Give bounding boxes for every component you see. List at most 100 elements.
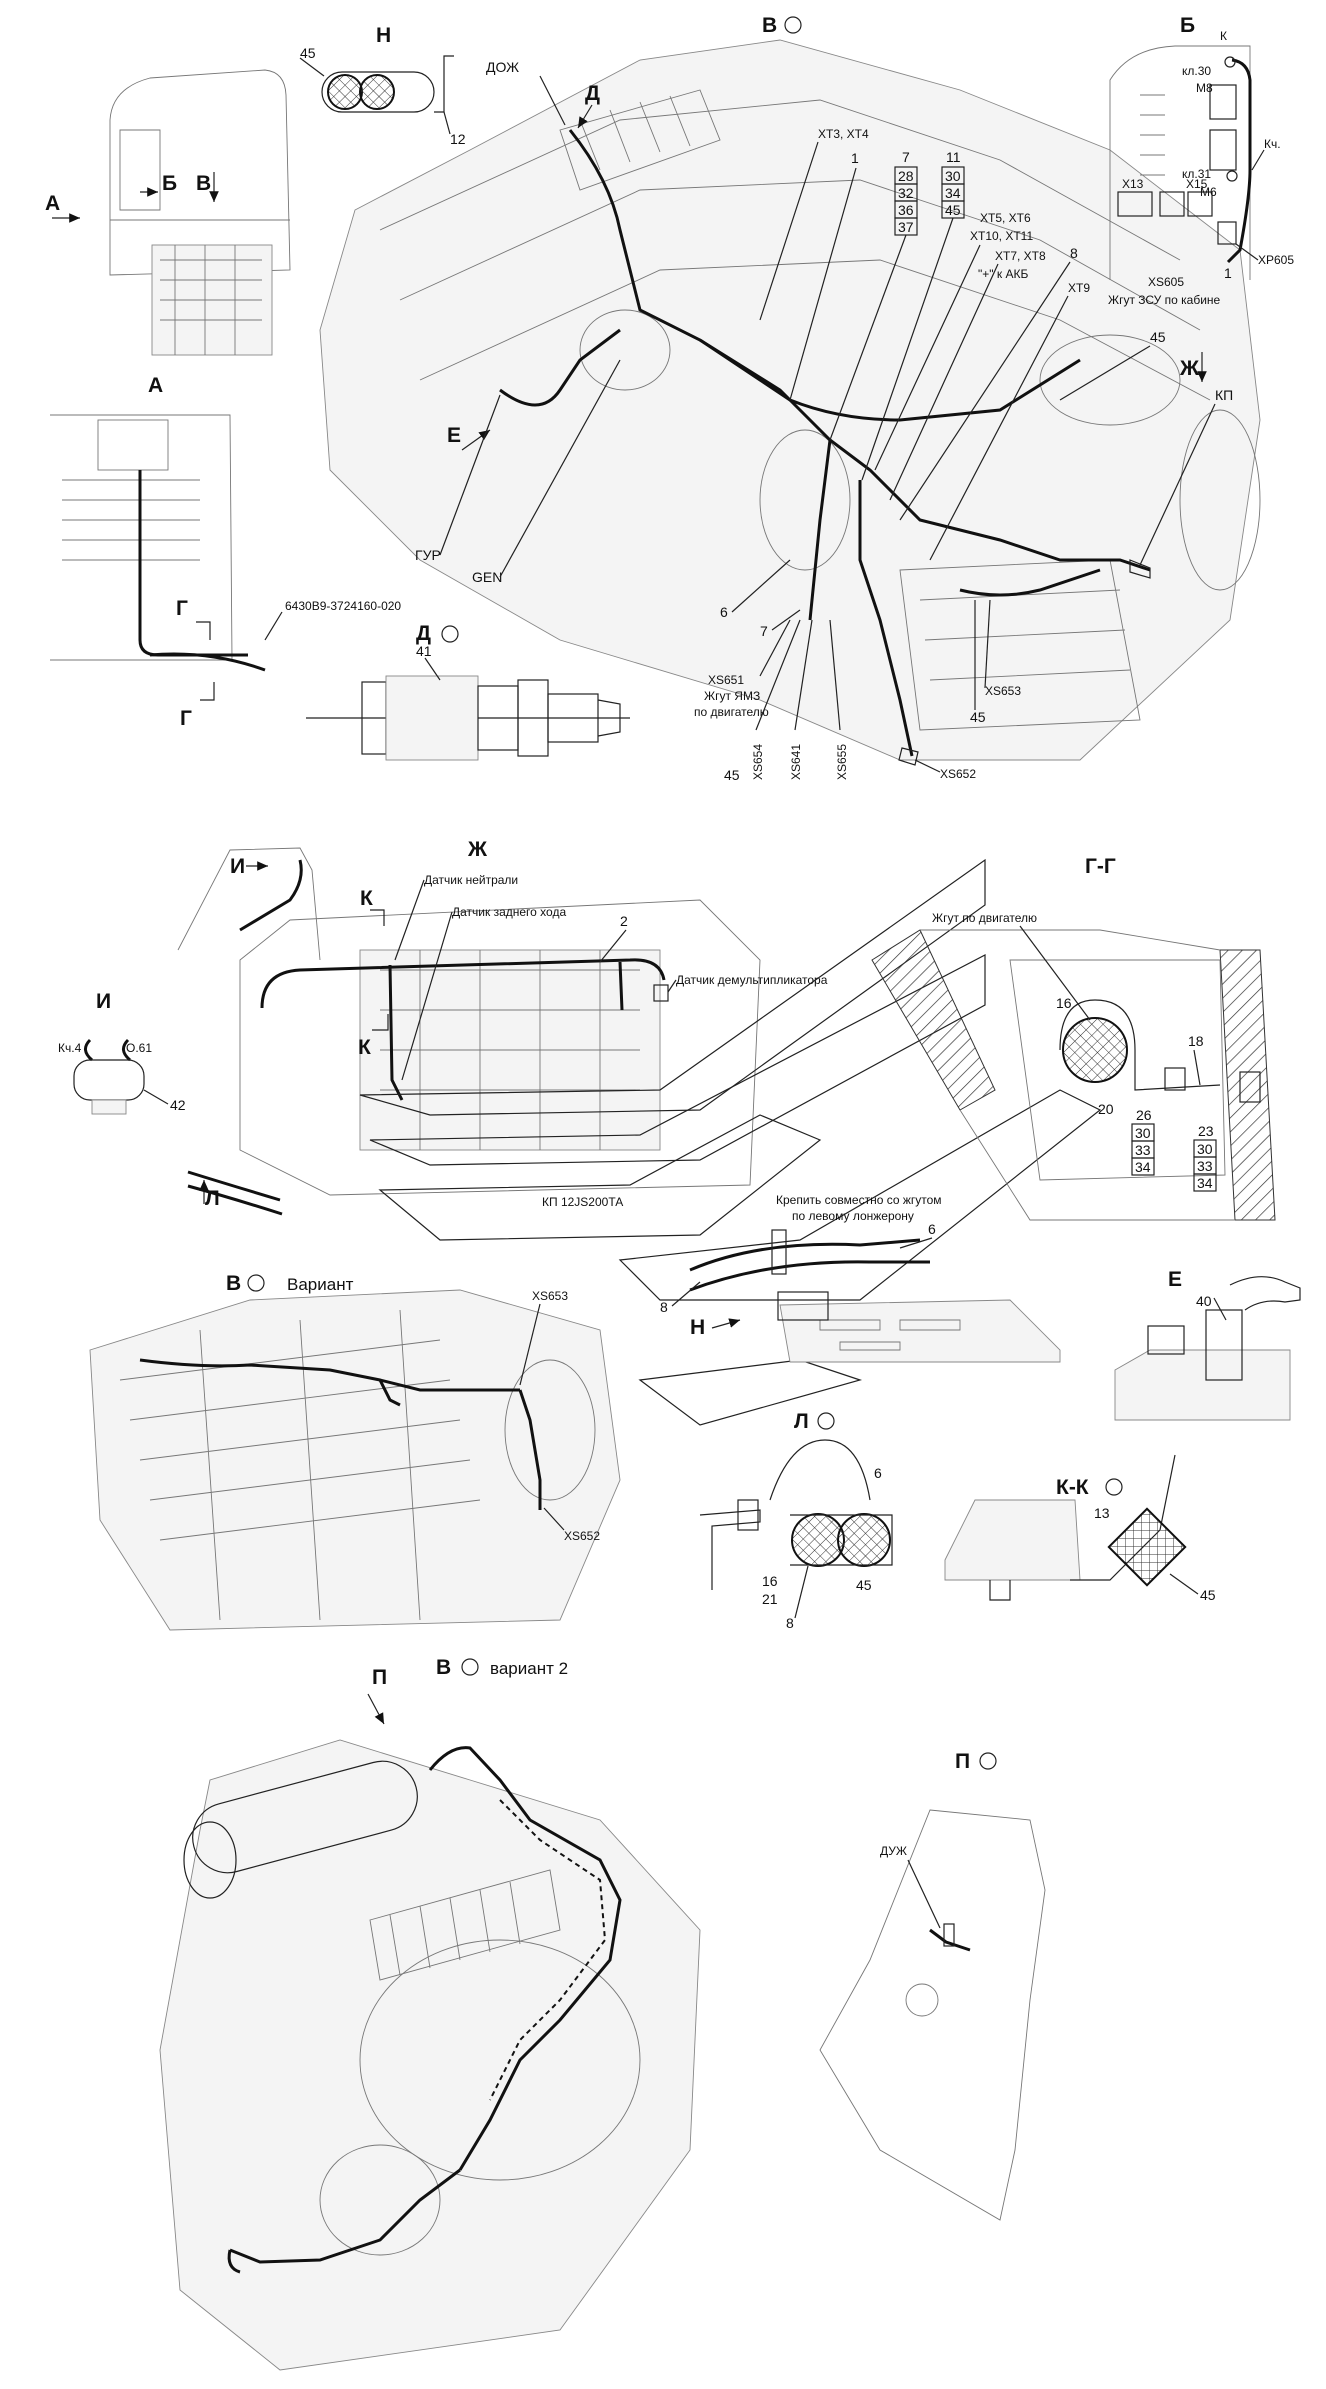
harness-variant-branch — [378, 1379, 401, 1407]
label-engine-harness: Жгут по двигателю — [932, 911, 1037, 925]
leader-45-kk — [1169, 1573, 1199, 1595]
section-k-mark-2: К — [358, 1036, 371, 1059]
num-2: 2 — [620, 913, 628, 929]
harness-branch-xs653 — [959, 568, 1101, 597]
box-34-c — [1193, 1173, 1217, 1192]
view-e-title: Е — [1168, 1268, 1182, 1291]
label-gur: ГУР — [415, 547, 441, 563]
harness-l-stub — [187, 1170, 283, 1216]
label-xt7-xt8: ХТ7, ХТ8 — [995, 249, 1046, 263]
leader-dozh — [539, 75, 566, 126]
turbo-pipe — [1179, 409, 1261, 591]
label-gen: GEN — [472, 569, 502, 585]
leader-neutral — [394, 879, 425, 961]
section-inner — [1009, 959, 1226, 1181]
num-23: 23 — [1198, 1123, 1214, 1139]
view-v-variant-title: В — [226, 1272, 241, 1295]
leader-41 — [424, 657, 441, 681]
label-kp: КП — [1215, 387, 1233, 403]
label-xt10-xt11: ХТ10, ХТ11 — [970, 229, 1033, 243]
label-variant2: вариант 2 — [490, 1659, 568, 1678]
num-45-xs654: 45 — [724, 767, 740, 783]
leader-xs641 — [794, 619, 813, 731]
label-xs652-var: XS652 — [564, 1529, 600, 1543]
leader-40 — [1213, 1297, 1227, 1321]
num-36: 36 — [898, 202, 914, 218]
leader-xs654 — [755, 619, 801, 731]
bolt-kk — [989, 1580, 1011, 1601]
panel-outline — [1109, 45, 1251, 280]
housing-e — [1114, 1349, 1291, 1421]
num-16-l: 16 — [762, 1573, 778, 1589]
label-kch4: Кч.4 — [58, 1041, 82, 1055]
num-1-main: 1 — [851, 150, 859, 166]
alternator-v2 — [319, 2144, 441, 2256]
connector-x13 — [1117, 191, 1153, 217]
label-neutral-sensor: Датчик нейтрали — [424, 873, 518, 887]
view-p-arrow: П — [372, 1666, 387, 1689]
num-45-kk: 45 — [1200, 1587, 1216, 1603]
leader-6-main — [731, 559, 791, 613]
harness-zh-reverse — [388, 964, 404, 1101]
gearbox-outline — [239, 899, 761, 1196]
harness-i — [239, 859, 303, 932]
num-8-fast: 8 — [660, 1299, 668, 1315]
leader-8-main — [899, 261, 1071, 521]
num-42: 42 — [170, 1097, 186, 1113]
view-d-arrow: Д — [585, 82, 600, 105]
view-b-title: Б — [1180, 14, 1195, 37]
num-30-a: 30 — [945, 168, 961, 184]
label-xs651: XS651 — [708, 673, 744, 687]
fan-housing — [359, 1939, 641, 2181]
label-m8: М8 — [1196, 81, 1213, 95]
label-variant: Вариант — [287, 1275, 354, 1294]
num-11: 11 — [946, 149, 961, 165]
leader-gur — [439, 394, 501, 556]
leader-11-stack — [861, 217, 954, 481]
label-xs652-top: XS652 — [940, 767, 976, 781]
view-v-variant2-title: В — [436, 1656, 451, 1679]
label-duzh: ДУЖ — [880, 1844, 907, 1858]
harness-zh — [260, 958, 666, 1009]
sensor-boot — [597, 699, 621, 737]
harness-cab — [1226, 58, 1252, 264]
cab-corner-i — [177, 847, 321, 961]
cab-window — [119, 129, 161, 211]
sensor-40-body — [1205, 1309, 1243, 1381]
intercooler-fins — [559, 89, 721, 191]
harness-fasten-1 — [689, 1238, 921, 1272]
view-i-arrow: И — [230, 855, 245, 878]
view-v-variant2-rotation-icon — [461, 1658, 479, 1676]
sensor-42-body — [73, 1059, 145, 1101]
leader-xs655 — [829, 619, 841, 731]
leader-part-no — [264, 611, 283, 641]
radiator-fins — [369, 1869, 561, 1981]
view-v-variant-rotation-icon — [247, 1274, 265, 1292]
num-16-gg: 16 — [1056, 995, 1072, 1011]
connector-duzh — [943, 1923, 955, 1947]
leader-xs653-top — [984, 599, 991, 689]
leader-kp — [1139, 403, 1216, 566]
leader-gen — [499, 359, 621, 578]
num-45-top: 45 — [300, 45, 316, 61]
air-intake-hose — [1039, 334, 1181, 426]
label-xs605: XS605 — [1148, 275, 1184, 289]
plane-strip-4 — [618, 1089, 1102, 1301]
label-kl30: кл.30 — [1182, 64, 1211, 78]
connector-mid — [1159, 191, 1185, 217]
view-a-arrow: А — [45, 192, 60, 215]
view-p-rotation-icon — [979, 1752, 997, 1770]
frame-panel — [97, 419, 169, 471]
harness-main — [568, 129, 1151, 572]
num-40: 40 — [1196, 1293, 1212, 1309]
view-b-arrow: Б — [162, 172, 177, 195]
leader-xs652-top — [914, 759, 941, 773]
num-45-right: 45 — [970, 709, 986, 725]
label-kl31: кл.31 — [1182, 167, 1211, 181]
label-reverse-sensor: Датчик заднего хода — [452, 905, 566, 919]
clip-bracket — [434, 55, 454, 113]
num-13: 13 — [1094, 1505, 1110, 1521]
stack-11: 11 30 34 45 — [861, 149, 965, 481]
panel-p-hole — [905, 1983, 939, 2017]
view-v-arrow: В — [196, 172, 211, 195]
